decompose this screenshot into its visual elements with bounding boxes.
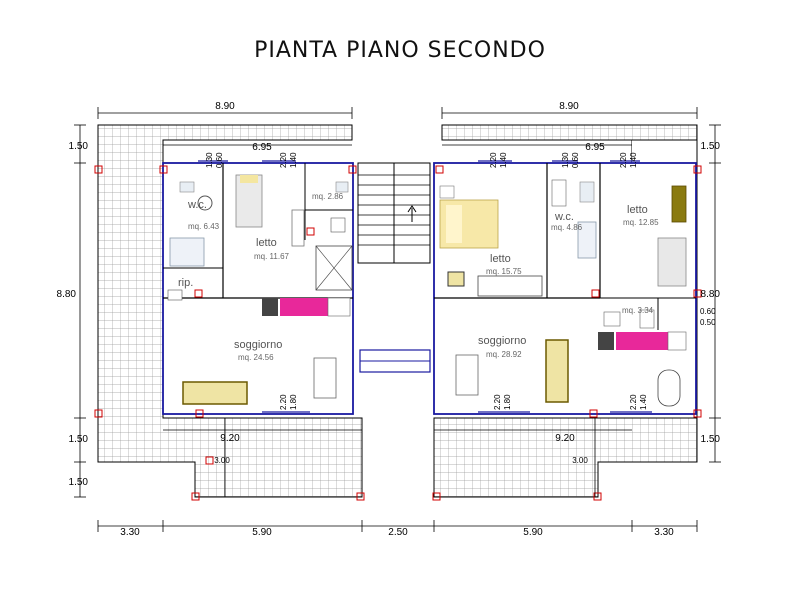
dim-inner-left: 6.95 (252, 142, 272, 153)
win-sog-right-b: 1.40 (639, 394, 648, 410)
dim-band-top-right: 1.50 (701, 141, 721, 152)
dim-band-top-left: 1.50 (69, 141, 89, 152)
room-wc-left: w.c. (187, 199, 207, 211)
dim-band-bottom-left: 1.50 (69, 477, 89, 488)
dim-depth-left: 3.00 (214, 456, 230, 465)
terrace-left (97, 124, 363, 498)
win-letto-mid-b: 1.40 (499, 152, 508, 168)
win-letto-right-a: 2.20 (619, 152, 628, 168)
win-letto-right-b: 1.40 (629, 152, 638, 168)
dim-side-left: 8.80 (57, 289, 77, 300)
win-wc-right-b: 0.60 (571, 152, 580, 168)
dim-terrace-left: 9.20 (220, 433, 240, 444)
dim-band-mid-right: 1.50 (701, 434, 721, 445)
win-sog-left-a: 2.20 (279, 394, 288, 410)
room-soggiorno-right: soggiorno (478, 335, 526, 347)
win-letto-mid-a: 2.20 (489, 152, 498, 168)
win-sog-right-a: 2.20 (629, 394, 638, 410)
win-sog-mid-a: 2.20 (493, 394, 502, 410)
dim-inner-right: 6.95 (585, 142, 605, 153)
windows (198, 160, 652, 413)
win-sog-mid-b: 1.80 (503, 394, 512, 410)
area-closet-right: mq. 3.34 (622, 306, 654, 315)
dim-bottom-5: 3.30 (654, 527, 674, 538)
dim-bottom-2: 5.90 (252, 527, 272, 538)
room-rip: rip. (178, 277, 193, 289)
dim-side-right: 8.80 (701, 289, 721, 300)
window-labels: 1.30 0.60 2.20 1.40 2.20 1.40 1.30 0.60 … (205, 152, 648, 410)
area-letto-mid: mq. 15.75 (486, 267, 522, 276)
dim-small-right-a: 0.60 (700, 307, 716, 316)
area-letto-left: mq. 11.67 (254, 252, 290, 261)
dim-depth-right: 3.00 (572, 456, 588, 465)
dim-band-mid-left: 1.50 (69, 434, 89, 445)
area-wc-left: mq. 6.43 (188, 222, 220, 231)
win-wc-left-a: 1.30 (205, 152, 214, 168)
dim-top-left: 8.90 (215, 101, 235, 112)
room-wc-right: w.c. (554, 211, 574, 223)
room-letto-right: letto (627, 204, 648, 216)
dim-bottom-1: 3.30 (120, 527, 140, 538)
area-closet-left: mq. 2.86 (312, 192, 344, 201)
win-letto-left-b: 1.40 (289, 152, 298, 168)
win-wc-right-a: 1.30 (561, 152, 570, 168)
area-soggiorno-left: mq. 24.56 (238, 353, 274, 362)
area-wc-right: mq. 4.86 (551, 223, 583, 232)
room-soggiorno-left: soggiorno (234, 339, 282, 351)
win-letto-left-a: 2.20 (279, 152, 288, 168)
room-letto-mid: letto (490, 253, 511, 265)
staircase (357, 162, 431, 373)
plan-title: PIANTA PIANO SECONDO (254, 38, 546, 63)
win-wc-left-b: 0.60 (215, 152, 224, 168)
area-soggiorno-right: mq. 28.92 (486, 350, 522, 359)
room-letto-left: letto (256, 237, 277, 249)
win-sog-left-b: 1.80 (289, 394, 298, 410)
dimension-lines (74, 107, 721, 532)
pillars (94, 165, 702, 501)
furniture-left (167, 174, 353, 405)
dim-small-right-b: 0.50 (700, 318, 716, 327)
dim-bottom-4: 5.90 (523, 527, 543, 538)
dim-top-right: 8.90 (559, 101, 579, 112)
dim-terrace-right: 9.20 (555, 433, 575, 444)
dim-bottom-3: 2.50 (388, 527, 408, 538)
furniture-right (439, 179, 687, 407)
area-letto-right: mq. 12.85 (623, 218, 659, 227)
